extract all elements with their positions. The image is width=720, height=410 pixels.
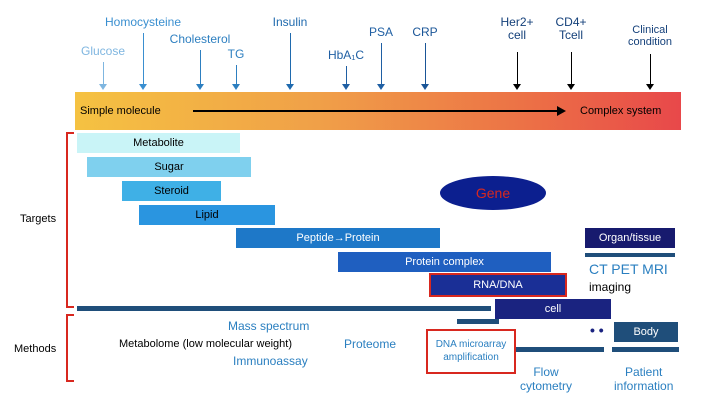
arrow-head-icon	[286, 84, 294, 90]
marker-homocysteine: Homocysteine	[104, 15, 182, 29]
marker-label: PSA	[368, 25, 394, 39]
marker-label: Clinical condition	[627, 24, 673, 49]
marker-cholesterol: Cholesterol	[169, 32, 231, 46]
complexity-gradient-bar: Simple molecule Complex system	[75, 92, 681, 130]
arrow-head-icon	[139, 84, 147, 90]
marker-insulin: Insulin	[272, 15, 308, 29]
marker-label: Cholesterol	[169, 32, 231, 46]
marker-label: TG	[227, 47, 245, 61]
arrow-her2-cell	[517, 52, 518, 86]
marker-label: CRP	[412, 25, 438, 39]
arrow-head-icon	[513, 84, 521, 90]
arrow-head-icon	[421, 84, 429, 90]
dna-microarray-line	[457, 319, 499, 324]
arrow-hba1c	[346, 66, 347, 86]
marker-label: Insulin	[272, 15, 308, 29]
arrow-right-icon	[557, 106, 566, 116]
arrow-cd4-tcell	[571, 52, 572, 86]
marker-glucose: Glucose	[80, 44, 126, 58]
proteome-label: Proteome	[344, 337, 397, 351]
methods-main-line	[77, 306, 491, 311]
marker-hba1c: HbA₁C	[327, 48, 365, 62]
complex-system-label: Complex system	[580, 105, 662, 117]
bar-cell: cell	[495, 299, 611, 319]
arrow-head-icon	[232, 84, 240, 90]
complexity-arrow-line	[193, 110, 558, 112]
bar-lipid: Lipid	[139, 205, 275, 225]
targets-bracket	[66, 132, 74, 308]
marker-label: Her2+ cell	[500, 15, 534, 43]
gene-ellipse: Gene	[440, 176, 546, 210]
marker-label: HbA₁C	[327, 48, 365, 62]
marker-cd4-tcell: CD4+ Tcell	[555, 15, 587, 43]
targets-label: Targets	[20, 213, 57, 225]
bar-body: Body	[614, 322, 678, 342]
arrow-crp	[425, 43, 426, 86]
bar-peptide-protein: Peptide→Protein	[236, 228, 440, 248]
arrow-cholesterol	[200, 50, 201, 86]
flow-cytometry-line	[510, 347, 604, 352]
flow-cytometry-label: Flow cytometry	[520, 365, 573, 394]
marker-label: Homocysteine	[104, 15, 182, 29]
arrow-tg	[236, 65, 237, 86]
bar-rna-dna: RNA/DNA	[429, 273, 567, 297]
methods-label: Methods	[14, 343, 57, 355]
imaging-modalities: CT PET MRI	[589, 261, 668, 277]
marker-label: CD4+ Tcell	[555, 15, 587, 43]
marker-crp: CRP	[412, 25, 438, 39]
bar-organ-tissue: Organ/tissue	[585, 228, 675, 248]
marker-label: Glucose	[80, 44, 126, 58]
arrow-psa	[381, 43, 382, 86]
gene-label: Gene	[475, 185, 511, 201]
patient-info-line	[612, 347, 679, 352]
arrow-head-icon	[377, 84, 385, 90]
arrow-head-icon	[196, 84, 204, 90]
arrow-head-icon	[99, 84, 107, 90]
bar-steroid: Steroid	[122, 181, 221, 201]
dots: • •	[590, 322, 604, 338]
mass-spectrum-label: Mass spectrum	[228, 319, 310, 333]
dna-microarray-label: DNA microarray amplification	[435, 339, 507, 363]
marker-tg: TG	[227, 47, 245, 61]
marker-clinical-condition: Clinical condition	[628, 24, 672, 48]
marker-psa: PSA	[368, 25, 394, 39]
arrow-insulin	[290, 33, 291, 86]
organ-underline	[585, 253, 675, 257]
arrow-homocysteine	[143, 33, 144, 86]
arrow-head-icon	[646, 84, 654, 90]
dna-microarray-box: DNA microarray amplification	[426, 329, 516, 374]
imaging-label: imaging	[589, 280, 632, 294]
marker-her2-cell: Her2+ cell	[500, 15, 534, 43]
metabolome-label: Metabolome (low molecular weight)	[119, 338, 293, 350]
bar-sugar: Sugar	[87, 157, 251, 177]
methods-bracket	[66, 314, 74, 382]
arrow-clinical-condition	[650, 54, 651, 86]
arrow-head-icon	[567, 84, 575, 90]
patient-information-label: Patient information	[614, 365, 674, 394]
immunoassay-label: Immunoassay	[233, 354, 308, 368]
bar-protein-complex: Protein complex	[338, 252, 551, 272]
simple-molecule-label: Simple molecule	[80, 105, 161, 117]
bar-metabolite: Metabolite	[77, 133, 240, 153]
arrow-head-icon	[342, 84, 350, 90]
arrow-glucose	[103, 62, 104, 86]
